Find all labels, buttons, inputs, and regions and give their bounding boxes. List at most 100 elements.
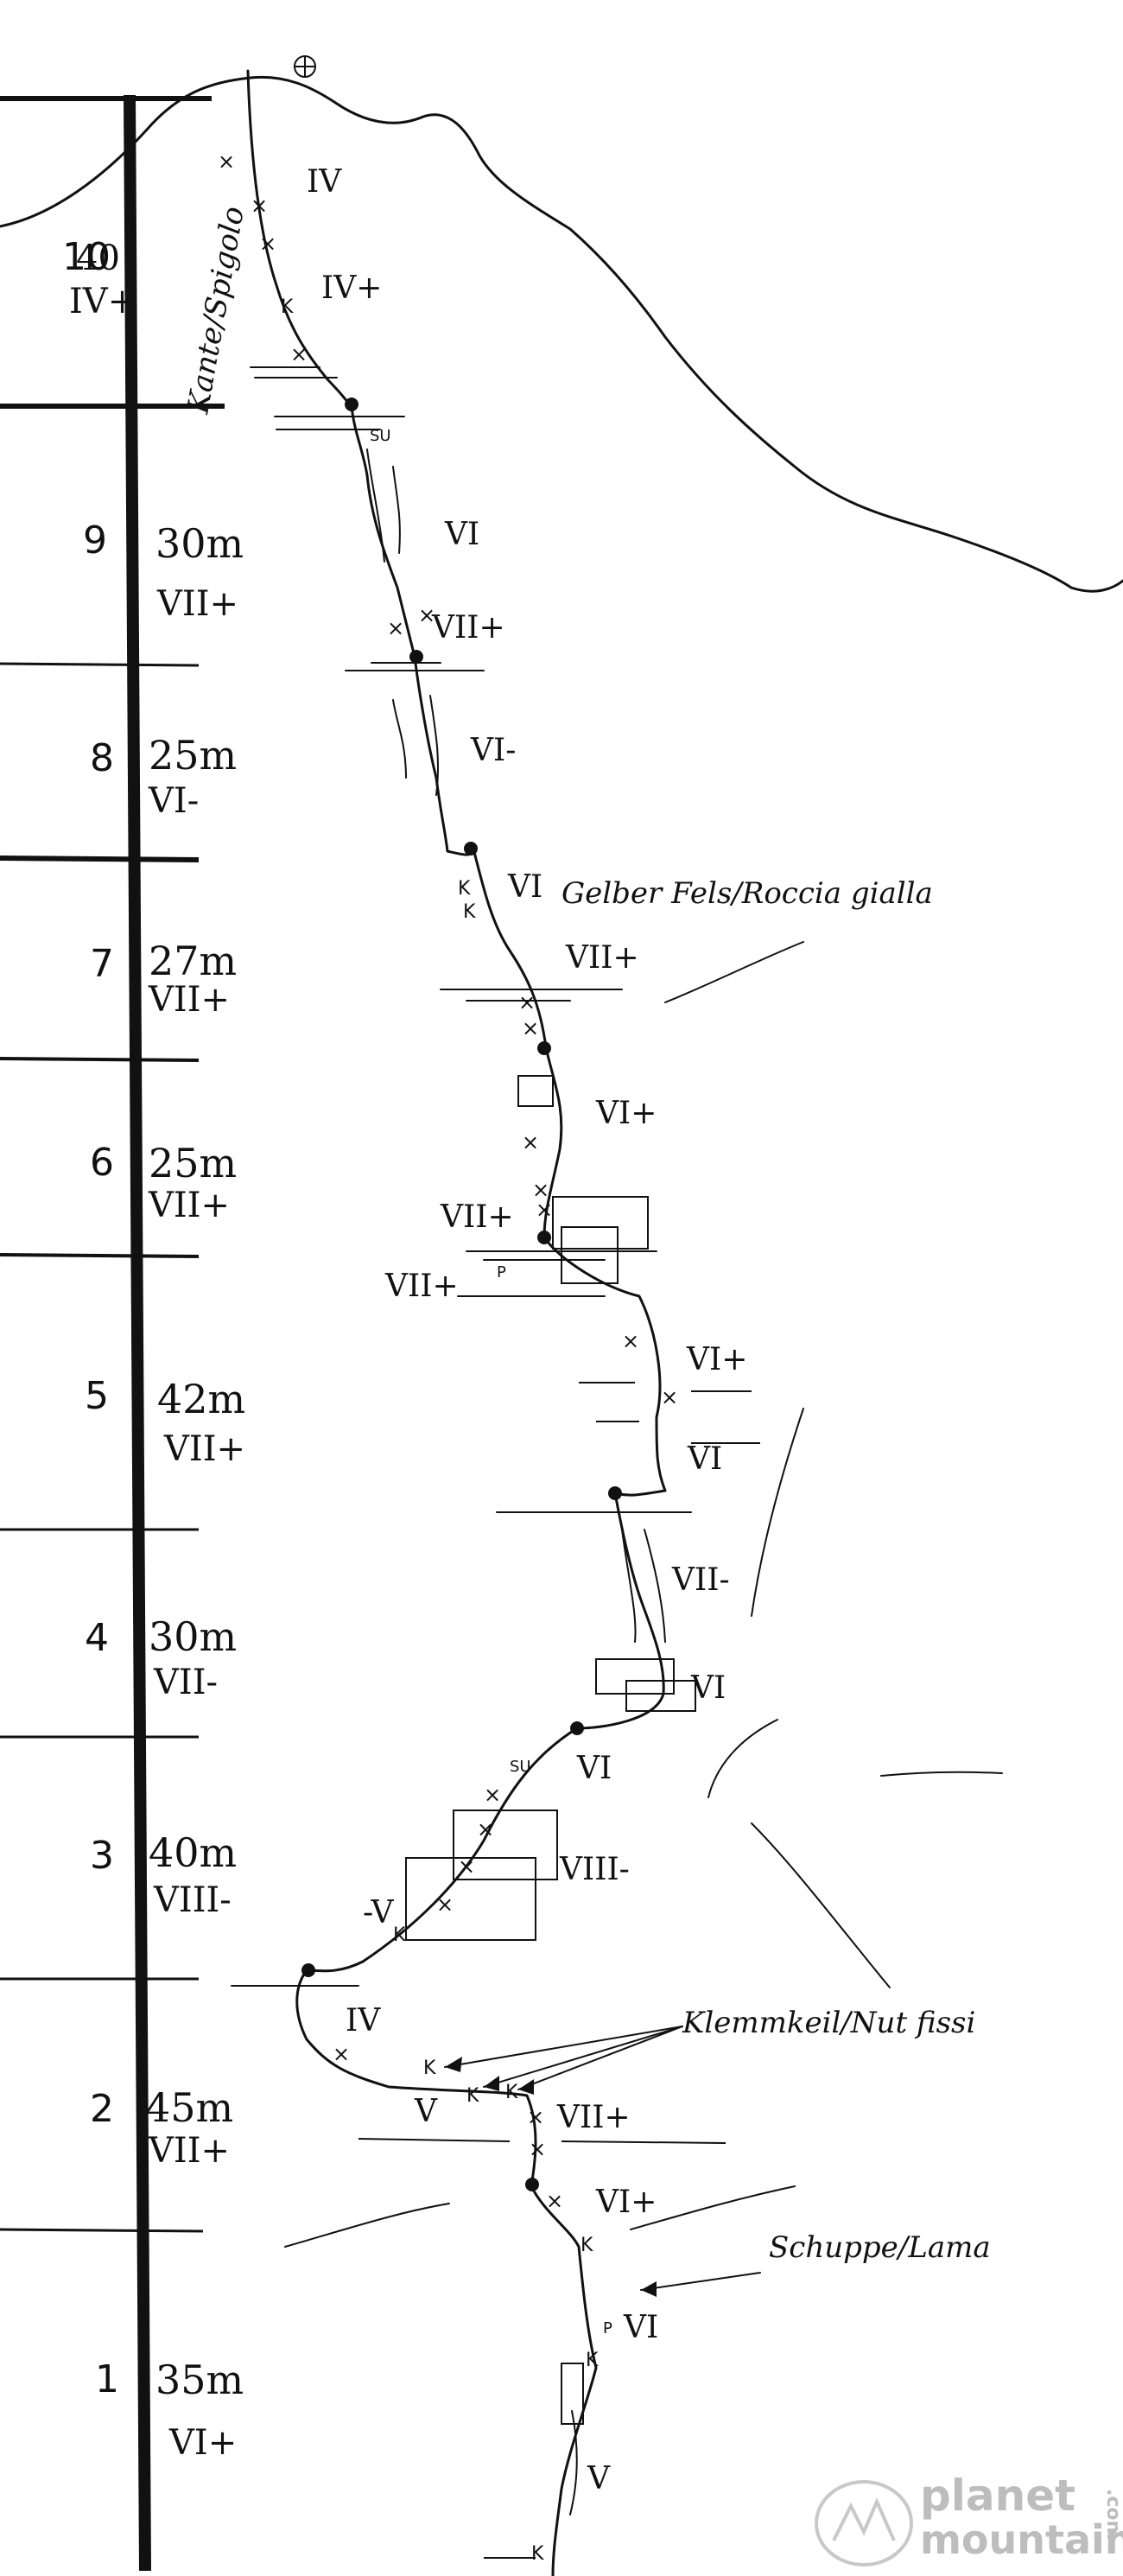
svg-text:VI+: VI+	[595, 2185, 657, 2220]
pitch-label-4: 4 30m VII-	[85, 1613, 237, 1702]
svg-text:VI+: VI+	[686, 1342, 747, 1377]
svg-text:VI: VI	[444, 517, 479, 552]
bolt-mark: ×	[436, 1892, 454, 1917]
pitch-length: 42m	[157, 1376, 245, 1422]
svg-text:VIII-: VIII-	[559, 1852, 630, 1887]
pitch-label-9: 9 30m VII+	[83, 518, 244, 624]
pitch-label-8: 8 25m VI-	[90, 732, 237, 821]
pitch-label-2: 2 45m VII+	[90, 2084, 233, 2171]
belay-icon	[608, 1486, 622, 1500]
svg-text:V: V	[414, 2094, 438, 2129]
nut-mark: K	[458, 878, 471, 900]
nut-mark: K	[581, 2235, 593, 2256]
pitch-number: 5	[85, 1374, 109, 1418]
bolt-mark: ×	[418, 603, 435, 627]
pitch-grade: VII+	[148, 980, 230, 1020]
pitch-number: 8	[90, 736, 114, 780]
bolt-mark: ×	[532, 1178, 549, 1202]
belay-icon	[525, 2178, 539, 2191]
planetmountain-logo: planet mountain .com	[815, 2471, 1123, 2566]
pitch-number: 3	[90, 1834, 114, 1878]
svg-text:IV+: IV+	[321, 270, 382, 306]
svg-text:IV: IV	[346, 2003, 381, 2039]
protection-marks: × × × K × × × K K × × × × × P × × × × × …	[218, 149, 678, 2565]
nut-mark: K	[505, 2082, 518, 2103]
logo-text-mountain: mountain	[920, 2516, 1123, 2563]
bolt-mark: ×	[529, 2137, 546, 2161]
pitch-label-7: 7 27m VII+	[90, 938, 237, 1020]
belay-icon	[570, 1721, 584, 1735]
logo-text-suffix: .com	[1102, 2489, 1123, 2540]
bolt-mark: ×	[527, 2105, 544, 2129]
piton-mark: P	[497, 1263, 506, 1282]
svg-text:VII+: VII+	[565, 940, 639, 976]
bolt-mark: ×	[522, 1130, 539, 1154]
gelber-fels-label: Gelber Fels/Roccia gialla	[562, 876, 933, 911]
klemmkeil-label: Klemmkeil/Nut fissi	[682, 2006, 975, 2040]
schuppe-annotation: Schuppe/Lama	[640, 2230, 991, 2297]
svg-text:VI: VI	[687, 1441, 722, 1477]
bolt-mark: ×	[536, 1198, 553, 1222]
pitch-number: 2	[90, 2087, 114, 2131]
bolt-mark: ×	[387, 616, 404, 640]
pitch-length: 45m	[145, 2084, 233, 2131]
su-label: SU	[510, 1758, 531, 1776]
pitch-number: 9	[83, 518, 107, 563]
pitch-grade: VI-	[148, 781, 199, 821]
pitch-number: 7	[90, 942, 114, 986]
pitch-label-6: 6 25m VII+	[90, 1140, 237, 1225]
belay-icon	[537, 1231, 551, 1244]
bolt-mark: ×	[458, 1854, 475, 1879]
pitch-number: 4	[85, 1616, 109, 1660]
pitch-label-1: 1 35m VI+	[95, 2357, 244, 2463]
schuppe-label: Schuppe/Lama	[769, 2230, 991, 2265]
pitch-grade: VII+	[148, 2131, 230, 2171]
klemmkeil-annotation: Klemmkeil/Nut fissi	[444, 2006, 975, 2095]
pitch-grade: IV+	[69, 282, 136, 321]
bolt-mark: ×	[218, 149, 235, 174]
hatched-ledges	[358, 1382, 760, 2559]
belay-icon	[537, 1041, 551, 1055]
svg-text:VII+: VII+	[431, 610, 505, 646]
pitch-number: 10	[62, 235, 111, 279]
bolt-mark: ×	[518, 990, 536, 1014]
pitch-length: 27m	[149, 938, 237, 984]
nut-mark: K	[393, 1924, 406, 1946]
svg-text:VI: VI	[576, 1751, 612, 1786]
pitch-number: 6	[90, 1141, 114, 1185]
bolt-mark: ×	[251, 194, 268, 218]
svg-text:VII+: VII+	[556, 2100, 631, 2135]
bolt-mark: ×	[290, 342, 308, 366]
logo-mountain-icon	[815, 2480, 913, 2566]
pitch-label-3: 3 40m VIII-	[90, 1829, 237, 1920]
pitch-grade: VII+	[163, 1429, 245, 1469]
svg-text:VI: VI	[690, 1670, 726, 1706]
nut-mark: K	[281, 296, 294, 318]
ledges	[231, 366, 692, 1987]
roof-boxes	[405, 1075, 696, 2425]
route-line	[246, 69, 667, 2576]
svg-text:VI-: VI-	[470, 733, 516, 768]
piton-mark: P	[603, 2319, 612, 2337]
belay-stations	[301, 398, 622, 2191]
svg-text:V: V	[587, 2461, 611, 2496]
pitch-grade: VII+	[156, 584, 238, 624]
route-grades: IV IV+ VI VII+ VI- VI VII+ VI+ VII+ VII+…	[307, 164, 747, 2496]
logo-text-planet: planet	[920, 2471, 1075, 2521]
bolt-mark: ×	[522, 1016, 539, 1040]
ridge-outline	[0, 75, 1123, 593]
pitch-length: 30m	[149, 1613, 237, 1660]
svg-text:-V: -V	[363, 1895, 395, 1930]
nut-mark: K	[463, 901, 476, 923]
pitch-length: 35m	[155, 2357, 244, 2403]
pitch-label-10: 10 40 IV+ Kante/Spigolo	[62, 204, 251, 417]
bolt-mark: ×	[333, 2042, 350, 2066]
bolt-mark: ×	[259, 232, 276, 256]
pitch-length: 30m	[155, 520, 244, 567]
pitch-grade: VIII-	[153, 1880, 232, 1920]
pitch-length: 25m	[149, 732, 237, 779]
svg-text:VII+: VII+	[384, 1269, 459, 1304]
bolt-mark: ×	[661, 1385, 678, 1409]
pitch-length: 25m	[149, 1140, 237, 1186]
